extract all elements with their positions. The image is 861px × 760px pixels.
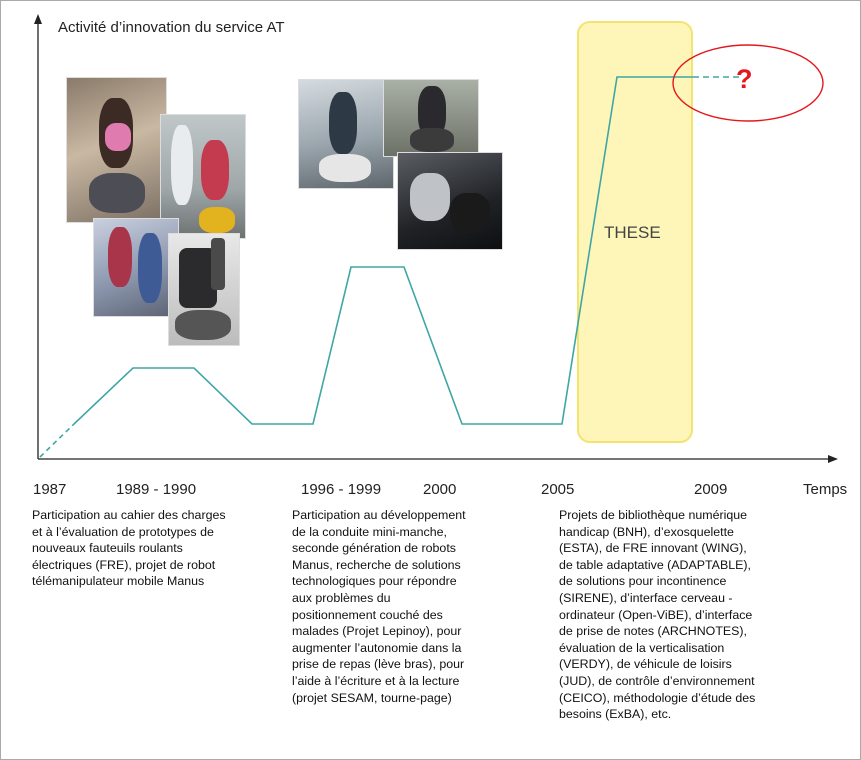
photo-exoskeleton bbox=[93, 218, 179, 317]
desc-line: Projets de bibliothèque numérique bbox=[559, 508, 748, 522]
photo-driving-chair bbox=[383, 79, 479, 157]
desc-line: (projet SESAM, tourne-page) bbox=[292, 690, 452, 705]
description-phase1: Participation au cahier des charges et à… bbox=[32, 507, 272, 590]
photo-mobile-stander bbox=[298, 79, 394, 189]
desc-line: de prise de notes (ARCHNOTES), bbox=[559, 624, 747, 639]
desc-line: augmenter l’autonomie dans la bbox=[292, 640, 462, 655]
desc-line: nouveaux fauteuils roulants bbox=[32, 541, 183, 556]
activity-line bbox=[73, 76, 693, 425]
desc-line: (JUD), de contrôle d’environnement bbox=[559, 673, 755, 688]
desc-line: Participation au développement bbox=[292, 508, 466, 522]
desc-line: et à l’évaluation de prototypes de bbox=[32, 524, 214, 539]
year-1996-1999: 1996 - 1999 bbox=[301, 481, 382, 498]
these-label: THESE bbox=[604, 223, 661, 242]
description-phase2: Participation au développement de la con… bbox=[292, 507, 522, 706]
x-axis-label: Temps bbox=[803, 481, 848, 498]
uncertainty-ellipse bbox=[672, 44, 824, 122]
desc-line: seconde génération de robots bbox=[292, 541, 456, 556]
desc-line: de la conduite mini-manche, bbox=[292, 524, 447, 539]
desc-line: positionnement couché des bbox=[292, 607, 443, 622]
x-axis-arrow bbox=[828, 455, 838, 463]
desc-line: (VERDY), de véhicule de loisirs bbox=[559, 657, 732, 672]
year-1987: 1987 bbox=[33, 481, 67, 498]
year-2005: 2005 bbox=[541, 481, 575, 498]
photo-car-driver bbox=[397, 152, 503, 250]
question-mark: ? bbox=[736, 64, 753, 94]
photo-wheelchair-child bbox=[66, 77, 167, 223]
desc-line: (CEICO), méthodologie d’étude des bbox=[559, 690, 756, 705]
activity-line-start-dashed bbox=[39, 423, 75, 458]
desc-line: évaluation de la verticalisation bbox=[559, 640, 725, 655]
year-2009: 2009 bbox=[694, 481, 728, 498]
desc-line: (SIRENE), d’interface cerveau - bbox=[559, 590, 733, 605]
desc-line: aux problèmes du bbox=[292, 590, 391, 605]
desc-line: électriques (FRE), projet de robot bbox=[32, 557, 216, 572]
photo-robot-arm-chair bbox=[168, 233, 240, 346]
diagram-title: Activité d’innovation du service AT bbox=[58, 19, 285, 36]
desc-line: (ESTA), de FRE innovant (WING), bbox=[559, 541, 747, 556]
desc-line: de table adaptative (ADAPTABLE), bbox=[559, 557, 751, 572]
desc-line: malades (Projet Lepinoy), pour bbox=[292, 624, 462, 639]
desc-line: de solutions pour incontinence bbox=[559, 574, 727, 589]
y-axis-arrow bbox=[34, 14, 42, 24]
these-highlight bbox=[577, 21, 693, 443]
year-2000: 2000 bbox=[423, 481, 457, 498]
desc-line: Participation au cahier des charges bbox=[32, 508, 226, 522]
desc-line: Manus, recherche de solutions bbox=[292, 557, 461, 572]
description-phase3: Projets de bibliothèque numérique handic… bbox=[559, 507, 819, 723]
desc-line: ordinateur (Open-ViBE), d’interface bbox=[559, 607, 753, 622]
desc-line: besoins (ExBA), etc. bbox=[559, 707, 672, 722]
desc-line: handicap (BNH), d’exosquelette bbox=[559, 524, 734, 539]
desc-line: télémanipulateur mobile Manus bbox=[32, 574, 205, 589]
year-1989-1990: 1989 - 1990 bbox=[116, 481, 197, 498]
desc-line: prise de repas (lève bras), pour bbox=[292, 657, 465, 672]
desc-line: technologiques pour répondre bbox=[292, 574, 457, 589]
desc-line: l’aide à l’écriture et à la lecture bbox=[292, 673, 460, 688]
